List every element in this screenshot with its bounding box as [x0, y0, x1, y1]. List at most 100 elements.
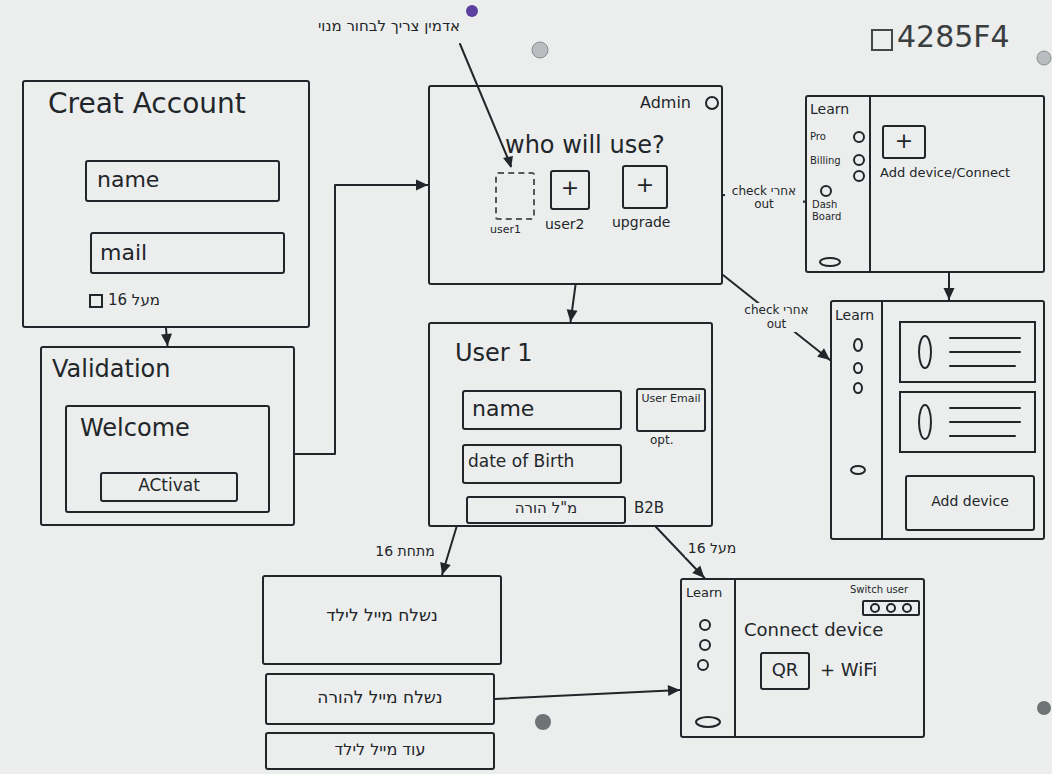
menu-icon	[854, 155, 864, 165]
text-line	[950, 435, 1015, 437]
color-swatch-outline	[872, 30, 892, 50]
node-text: Pro	[810, 131, 826, 143]
arrowhead	[668, 685, 680, 696]
arrowhead	[416, 180, 428, 191]
node-title: QR	[762, 660, 808, 681]
edge-label: אחרי check out	[725, 184, 803, 214]
color-code: 4285F4	[897, 20, 1010, 55]
sidebar-divider	[734, 580, 736, 736]
device-card	[900, 392, 1035, 452]
menu-icon	[854, 171, 864, 181]
input-field: מ"ל הורה	[466, 496, 626, 524]
avatar-icon	[706, 97, 718, 109]
node-title: name	[97, 167, 159, 192]
menu-icon	[700, 640, 710, 650]
user-dot	[871, 604, 879, 612]
node-title: Learn	[835, 307, 874, 323]
node-title: ACtivat	[102, 476, 236, 496]
node-text: Billing	[810, 155, 841, 167]
magnet	[466, 5, 478, 17]
node-text: user2	[545, 216, 584, 232]
node-text: מעל 16	[108, 292, 160, 309]
message-box: נשלח מייל לילד	[262, 575, 502, 665]
user-dot	[903, 604, 911, 612]
switch-user-box: Switch user	[862, 600, 920, 616]
menu-icon	[854, 363, 862, 373]
arrowhead	[692, 566, 704, 578]
magnet	[532, 42, 548, 58]
node-title: Creat Account	[48, 88, 246, 120]
edge-label: אחרי check out	[738, 303, 816, 333]
menu-icon	[698, 660, 708, 670]
button: Add device	[905, 475, 1035, 531]
menu-icon	[854, 132, 864, 142]
menu-icon	[851, 466, 865, 474]
connector-line	[495, 690, 680, 699]
node-text: Dash Board	[812, 199, 858, 222]
node-title: עוד מייל לילד	[267, 741, 493, 759]
screen-box: LearnConnect device+ WiFiQRSwitch user	[680, 578, 925, 738]
arrowhead	[567, 309, 578, 322]
node-title: Learn	[686, 586, 722, 601]
screen-box: Adminwho will use?user1+user2+upgrade	[428, 85, 723, 285]
add-button: +Add device/Connect	[882, 125, 926, 159]
checkbox	[90, 295, 102, 307]
magnet	[1037, 51, 1051, 65]
node-title: Switch user	[850, 584, 908, 596]
user-tile: +user2	[550, 170, 590, 210]
qr-box: QR	[760, 652, 810, 690]
text-line	[950, 421, 1020, 423]
screen-box: ValidationWelcomeACtivat	[40, 346, 295, 526]
node-title: mail	[100, 240, 147, 265]
node-title: User Email	[638, 393, 704, 406]
flow-arrow	[495, 685, 680, 699]
node-text: upgrade	[612, 214, 670, 230]
user-dot	[887, 604, 895, 612]
node-title: User 1	[455, 340, 533, 368]
node-title: מ"ל הורה	[468, 500, 624, 517]
node-title: Learn	[810, 101, 849, 117]
node-text: Connect device	[744, 620, 883, 641]
magnet	[535, 714, 551, 730]
node-title: +	[552, 175, 588, 200]
node-text: opt.	[650, 434, 673, 448]
menu-icon	[821, 186, 831, 196]
device-card	[900, 322, 1035, 382]
input-field: mail	[90, 232, 285, 274]
text-line	[950, 407, 1020, 409]
message-box: עוד מייל לילד	[265, 732, 495, 770]
connector-line	[295, 185, 428, 454]
upgrade-tile: +upgrade	[622, 165, 668, 209]
node-title: date of Birth	[468, 452, 574, 472]
connector-line	[723, 275, 830, 360]
node-title: Welcome	[80, 415, 190, 443]
screen-box: Creat Account מעל 16 name mail	[22, 80, 310, 328]
menu-icon	[696, 717, 720, 727]
button: ACtivat	[100, 472, 238, 502]
text-line	[950, 337, 1020, 339]
device-icon	[919, 405, 931, 439]
node-title: נשלח מייל לילד	[264, 606, 500, 626]
node-text: Add device/Connect	[880, 166, 1010, 181]
user-tile: user1	[495, 172, 535, 220]
input-field: date of Birth	[462, 444, 622, 484]
flow-arrow	[567, 285, 578, 322]
arrowhead	[440, 562, 451, 575]
leader-line	[460, 44, 511, 166]
menu-icon	[700, 620, 710, 630]
menu-icon	[854, 383, 862, 393]
sidebar-divider	[869, 97, 871, 271]
screen-box: LearnAdd device	[830, 300, 1045, 540]
flow-arrow	[723, 275, 830, 360]
screen-box: LearnProBillingDash Board+Add device/Con…	[805, 95, 1045, 273]
node-title: +	[884, 128, 924, 153]
edge-label: מתחת 16	[372, 542, 437, 560]
input-field: name	[462, 390, 622, 430]
node-title: user1	[490, 224, 521, 237]
message-box: נשלח מייל להורה	[265, 673, 495, 725]
node-title: +	[624, 172, 666, 197]
node-title: Validation	[52, 356, 171, 384]
text-line	[950, 365, 1015, 367]
flow-arrow	[440, 527, 456, 575]
node-title: name	[472, 396, 534, 421]
